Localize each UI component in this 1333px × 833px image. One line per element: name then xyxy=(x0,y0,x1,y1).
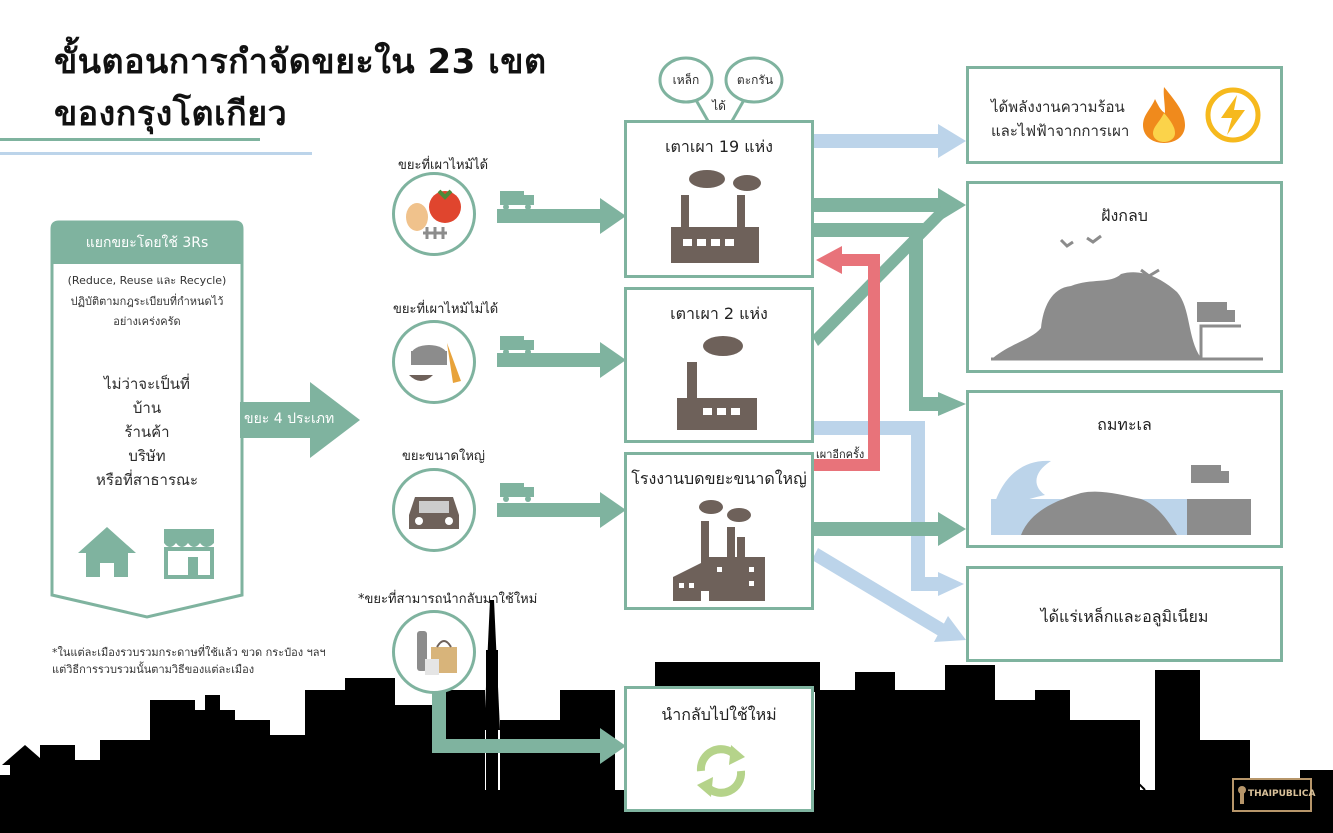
box-incinerator-19: เตาเผา 19 แห่ง xyxy=(624,120,814,278)
box-sea-landfill: ถมทะเล xyxy=(966,390,1283,548)
energy-line2: และไฟฟ้าจากการเผา xyxy=(991,122,1130,140)
incinerator-19-title: เตาเผา 19 แห่ง xyxy=(665,137,773,156)
landfill-icon xyxy=(991,234,1263,361)
food-waste-icon xyxy=(406,189,461,239)
footnote-line1: *ในแต่ละเมืองรวบรวมกระดาษที่ใช้แล้ว ขวด … xyxy=(52,646,326,659)
box-landfill: ฝังกลบ xyxy=(966,181,1283,373)
title-underline-green xyxy=(0,138,260,141)
landfill-title: ฝังกลบ xyxy=(1101,206,1148,225)
sort-panel-sub3: อย่างเคร่งครัด xyxy=(113,315,181,328)
incinerator-2-title: เตาเผา 2 แห่ง xyxy=(670,304,768,323)
big-arrow-label: ขยะ 4 ประเภท xyxy=(244,411,335,427)
energy-line1: ได้พลังงานความร้อน xyxy=(991,98,1125,116)
fire-icon xyxy=(1143,87,1185,143)
bubble-iron: เหล็ก xyxy=(672,73,700,87)
sea-landfill-icon xyxy=(991,460,1251,535)
thaipublica-logo: THAIPUBLICA xyxy=(1232,778,1316,812)
page-title-line1: ขั้นตอนการกำจัดขยะใน 23 เขต xyxy=(54,42,547,82)
place-public: หรือที่สาธารณะ xyxy=(95,471,199,489)
sort-panel-sub1: (Reduce, Reuse และ Recycle) xyxy=(67,274,227,287)
keyhole-icon xyxy=(1238,786,1246,794)
reburn-label: เผาอีกครั้ง xyxy=(816,448,865,461)
bubble-ash: ตะกรัน xyxy=(736,73,774,87)
truck-icon xyxy=(500,483,534,502)
circle-burnable xyxy=(392,172,476,256)
bubbles-connector xyxy=(658,56,784,122)
footnote-line2: แต่วิธีการรวบรวมนั้นตามวิธีของแต่ละเมือง xyxy=(52,663,255,676)
logo-text: THAIPUBLICA xyxy=(1248,789,1316,799)
box-recycle: นำกลับไปใช้ใหม่ xyxy=(624,686,814,812)
bubble-get: ได้ xyxy=(712,99,726,113)
page-title-line2: ของกรุงโตเกียว xyxy=(54,94,288,134)
place-company: บริษัท xyxy=(128,447,166,465)
bulky-plant-title: โรงงานบดขยะขนาดใหญ่ xyxy=(631,469,807,488)
sea-landfill-title: ถมทะเล xyxy=(1097,415,1152,434)
lightning-icon xyxy=(1205,87,1261,143)
metals-title: ได้แร่เหล็กและอลูมิเนียม xyxy=(1040,607,1209,626)
car-icon xyxy=(409,497,459,529)
sort-panel-header: แยกขยะโดยใช้ 3Rs xyxy=(85,235,209,251)
truck-icon xyxy=(500,336,534,355)
keyhole-stem xyxy=(1240,792,1244,804)
place-shop: ร้านค้า xyxy=(124,423,170,441)
box-bulky-plant: โรงงานบดขยะขนาดใหญ่ xyxy=(624,452,814,610)
factory-icon xyxy=(671,170,761,263)
industrial-plant-icon xyxy=(673,500,765,601)
circle-nonburnable xyxy=(392,320,476,404)
category-label-burnable: ขยะที่เผาไหม้ได้ xyxy=(398,158,489,173)
place-home: บ้าน xyxy=(132,399,162,417)
box-energy: ได้พลังงานความร้อน และไฟฟ้าจากการเผา xyxy=(966,66,1283,164)
category-label-bulky: ขยะขนาดใหญ่ xyxy=(402,449,485,464)
house-icon xyxy=(78,527,136,577)
circle-bulky xyxy=(392,468,476,552)
category-label-nonburnable: ขยะที่เผาไหม้ไม่ได้ xyxy=(393,302,499,317)
bottle-bag-icon xyxy=(417,631,457,675)
shop-icon xyxy=(164,529,214,579)
recycle-title: นำกลับไปใช้ใหม่ xyxy=(661,705,777,724)
category-label-recyclable: *ขยะที่สามารถนำกลับมาใช้ใหม่ xyxy=(358,592,538,607)
sort-panel-shape xyxy=(50,220,244,619)
factory-icon xyxy=(677,336,757,430)
truck-icon xyxy=(500,191,534,210)
place-home-any: ไม่ว่าจะเป็นที่ xyxy=(104,375,190,393)
box-incinerator-2: เตาเผา 2 แห่ง xyxy=(624,287,814,443)
recycle-icon xyxy=(696,745,746,797)
box-metals: ได้แร่เหล็กและอลูมิเนียม xyxy=(966,566,1283,662)
sort-panel-sub2: ปฏิบัติตามกฎระเบียบที่กำหนดไว้ xyxy=(70,295,224,308)
pots-umbrella-icon xyxy=(409,343,461,383)
big-arrow-four-types xyxy=(240,382,360,458)
title-underline-blue xyxy=(0,152,312,155)
circle-recyclable xyxy=(392,610,476,694)
